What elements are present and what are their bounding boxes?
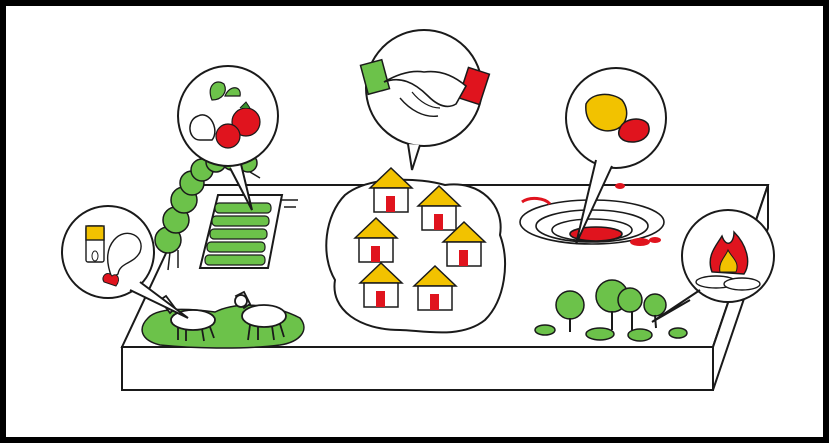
- village: [326, 168, 505, 333]
- hut-icon: [370, 168, 412, 212]
- handshake-callout: [360, 30, 489, 170]
